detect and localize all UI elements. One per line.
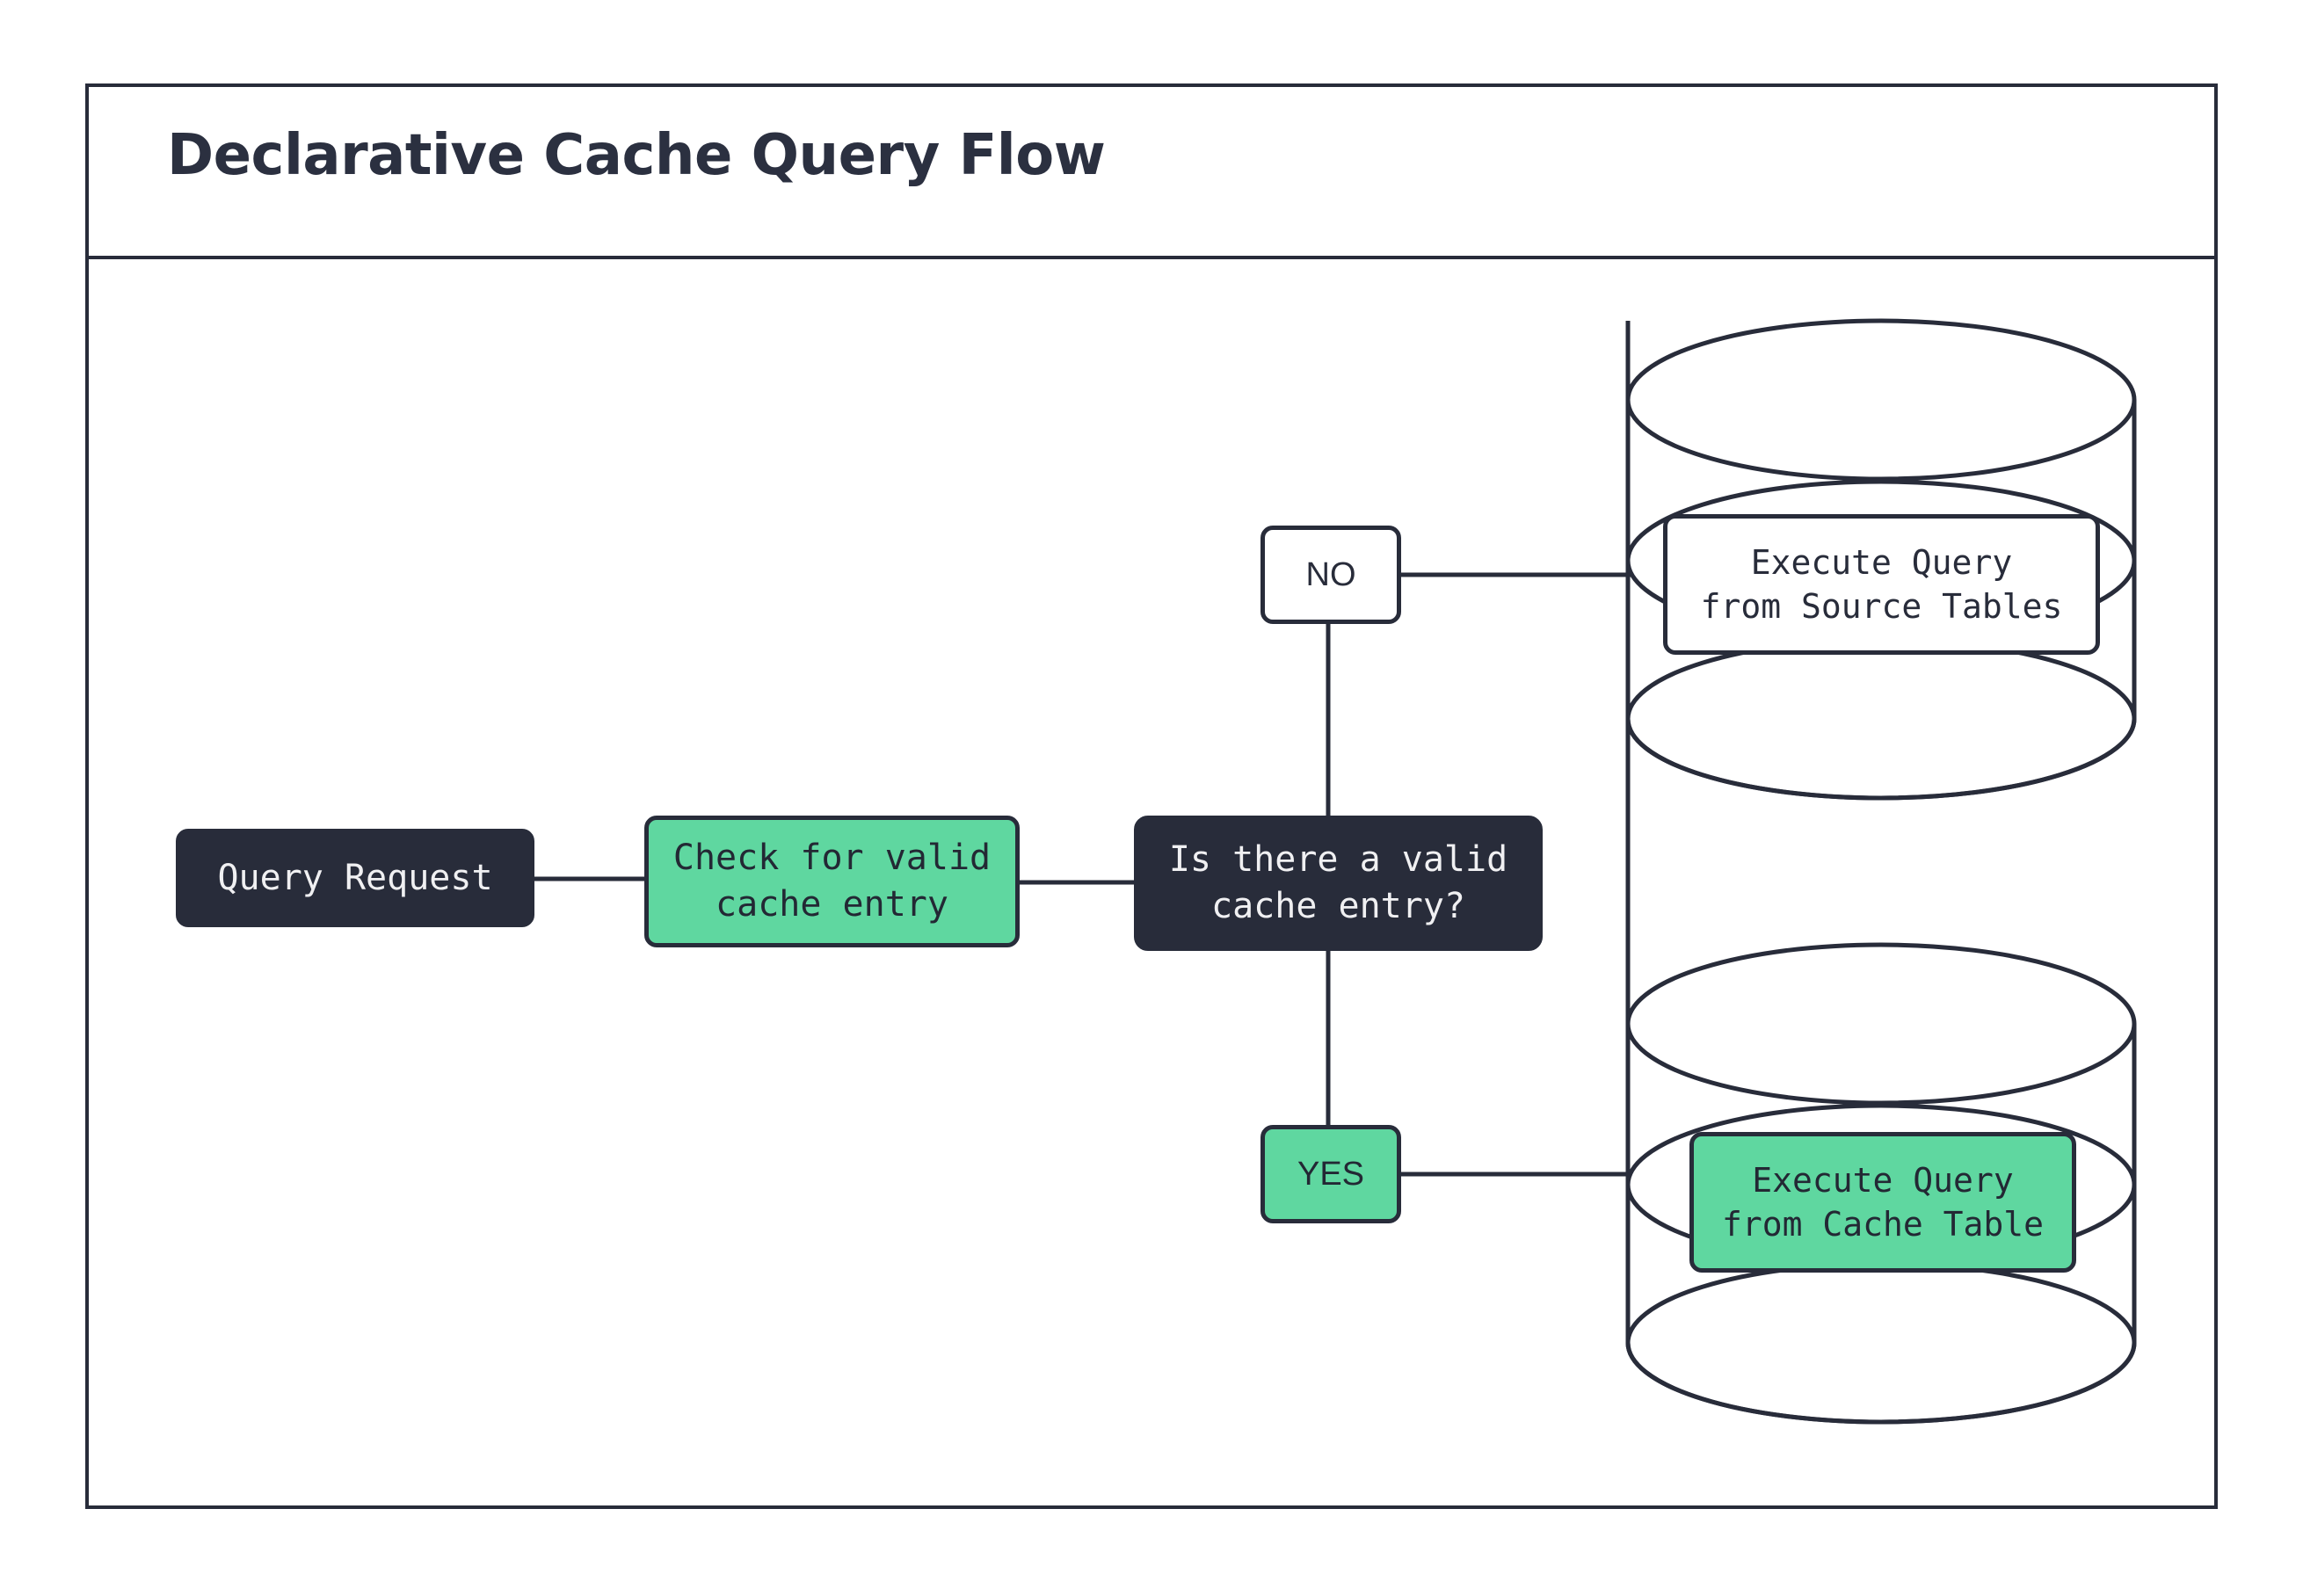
node-check-for-valid-cache-entry[interactable]: Check for valid cache entry [644, 816, 1020, 947]
node-decision-valid-cache-entry[interactable]: Is there a valid cache entry? [1134, 816, 1543, 951]
node-query-request[interactable]: Query Request [176, 829, 534, 927]
diagram-header-band [85, 83, 2218, 259]
page-title: Declarative Cache Query Flow [167, 123, 1106, 188]
diagram-frame [85, 83, 2218, 1509]
branch-label-yes[interactable]: YES [1260, 1125, 1401, 1223]
node-execute-query-from-cache-table[interactable]: Execute Query from Cache Table [1689, 1132, 2076, 1273]
branch-label-no[interactable]: NO [1260, 526, 1401, 624]
node-execute-query-from-source-tables[interactable]: Execute Query from Source Tables [1663, 514, 2100, 655]
